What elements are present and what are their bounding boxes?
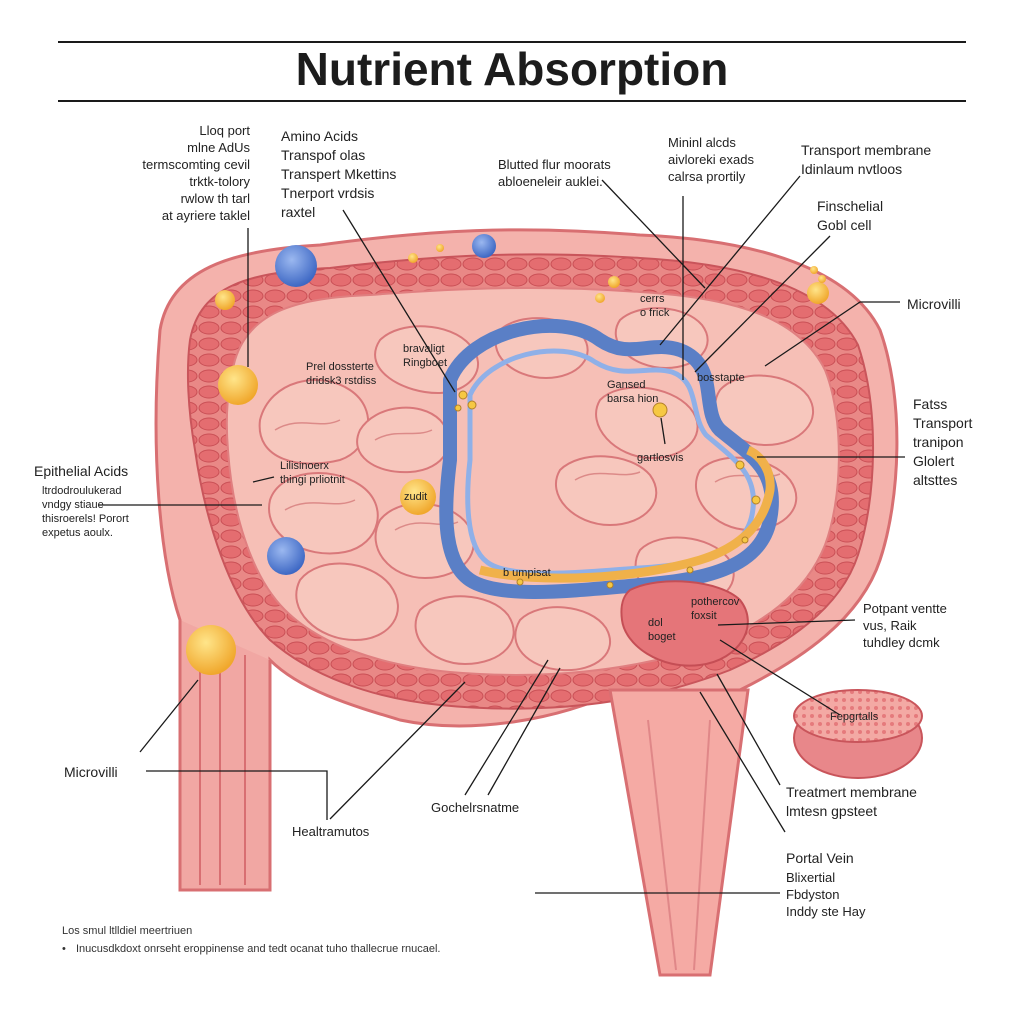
- label-dol-boget: dol boget: [648, 617, 676, 643]
- villi-folds: [258, 307, 815, 672]
- left-duct: [178, 620, 272, 892]
- nutrient-sphere-yellow-zudit: [400, 479, 436, 515]
- left-duct-bands: [199, 640, 246, 885]
- label-gochelr: Gochelrsnatme: [431, 800, 520, 815]
- label-treatment-membrane: Treatmert membrane lmtesn gpsteet: [786, 784, 917, 819]
- label-b-umpisat: b umpisat: [503, 567, 551, 579]
- label-prel-dossterte: Prel dossterte dridsk3 rstdiss: [306, 361, 377, 387]
- label-bosstapte: bosstapte: [697, 372, 745, 384]
- footnote-item: • Inucusdkdoxt onrseht eroppinense and te…: [62, 940, 440, 958]
- nutrient-sphere-blue-mid: [267, 537, 305, 575]
- nutrient-sphere-blue-small: [472, 234, 496, 258]
- blood-vessel-inner: [465, 348, 756, 576]
- label-pothercov: pothercov foxsit: [691, 596, 740, 622]
- label-portal-vein-title: Portal Vein: [786, 850, 854, 866]
- label-bluted-block: Blutted flur moorats abloeneleir auklei.: [498, 157, 611, 189]
- label-microvilli-right: Microvilli: [907, 296, 961, 312]
- nutrient-dots: [408, 244, 826, 303]
- leader-lines: [98, 175, 905, 894]
- crypt-region: [620, 580, 749, 667]
- nutrient-sphere-yellow-large: [186, 625, 236, 675]
- label-cerrs-frick: cerrs o frick: [640, 293, 670, 319]
- label-bravaligt: bravaligt Ringboet: [403, 343, 448, 369]
- label-minini-block: Mininl alcds aivloreki exads calrsa pror…: [668, 135, 754, 184]
- label-fepgrtalls: Fepgrtalls: [830, 711, 879, 723]
- tissue-sample-top: [793, 689, 923, 743]
- label-gartlosvis: gartlosvis: [637, 452, 684, 464]
- nutrient-sphere-yellow-small: [215, 290, 235, 310]
- label-healtramutos: Healtramutos: [292, 824, 370, 839]
- nutrient-sphere-yellow-right: [807, 282, 829, 304]
- nutrient-sphere-blue-top: [275, 245, 317, 287]
- title-rule-bottom: [58, 100, 966, 102]
- label-microvilli-left: Microvilli: [64, 764, 118, 780]
- label-finschelial: Finschelial Gobl cell: [817, 198, 884, 233]
- footnote-bullet-text: Inucusdkdoxt onrseht eroppinense and ted…: [76, 943, 441, 955]
- label-epithelial-title: Epithelial Acids: [34, 463, 129, 479]
- footnote-heading: Los smul ltlldiel meertriuen: [62, 925, 193, 937]
- label-transport-membrane-top: Transport membrane Idinlaum nvtloos: [801, 142, 932, 177]
- footnote: Los smul ltlldiel meertriuen • Inucusdkdo…: [62, 922, 440, 958]
- label-gansed: Gansed barsa hion: [607, 379, 659, 405]
- label-lilisinoerx: Lilisinoerx thingi prliotnit: [280, 460, 345, 486]
- label-epithelial-body: ltrdodroulukerad vndgy stiaue thisroerel…: [42, 485, 129, 539]
- vessel-particles: [454, 390, 761, 589]
- label-top-left-block: Lloq port mlne AdUs termscomting cevil t…: [142, 123, 250, 223]
- label-potpant-block: Potpant ventte vus, Raik tuhdley dcmk: [863, 601, 947, 650]
- nutrient-sphere-yellow-left: [218, 365, 258, 405]
- title-rule-top: [58, 41, 966, 43]
- label-portal-vein-body: Blixertial Fbdyston Inddy ste Hay: [786, 870, 866, 919]
- label-amino-acids-block: Amino Acids Transpof olas Transpert Mket…: [281, 128, 397, 220]
- portal-tube: [608, 688, 750, 977]
- lacteal-orange: [478, 445, 775, 583]
- page-title: Nutrient Absorption: [295, 43, 729, 95]
- bullet-icon: •: [62, 943, 66, 955]
- portal-tube-bands: [647, 719, 711, 971]
- label-fatss-block: Fatss Transport tranipon Glolert altstte…: [913, 396, 973, 488]
- label-zudit: zudit: [404, 491, 428, 503]
